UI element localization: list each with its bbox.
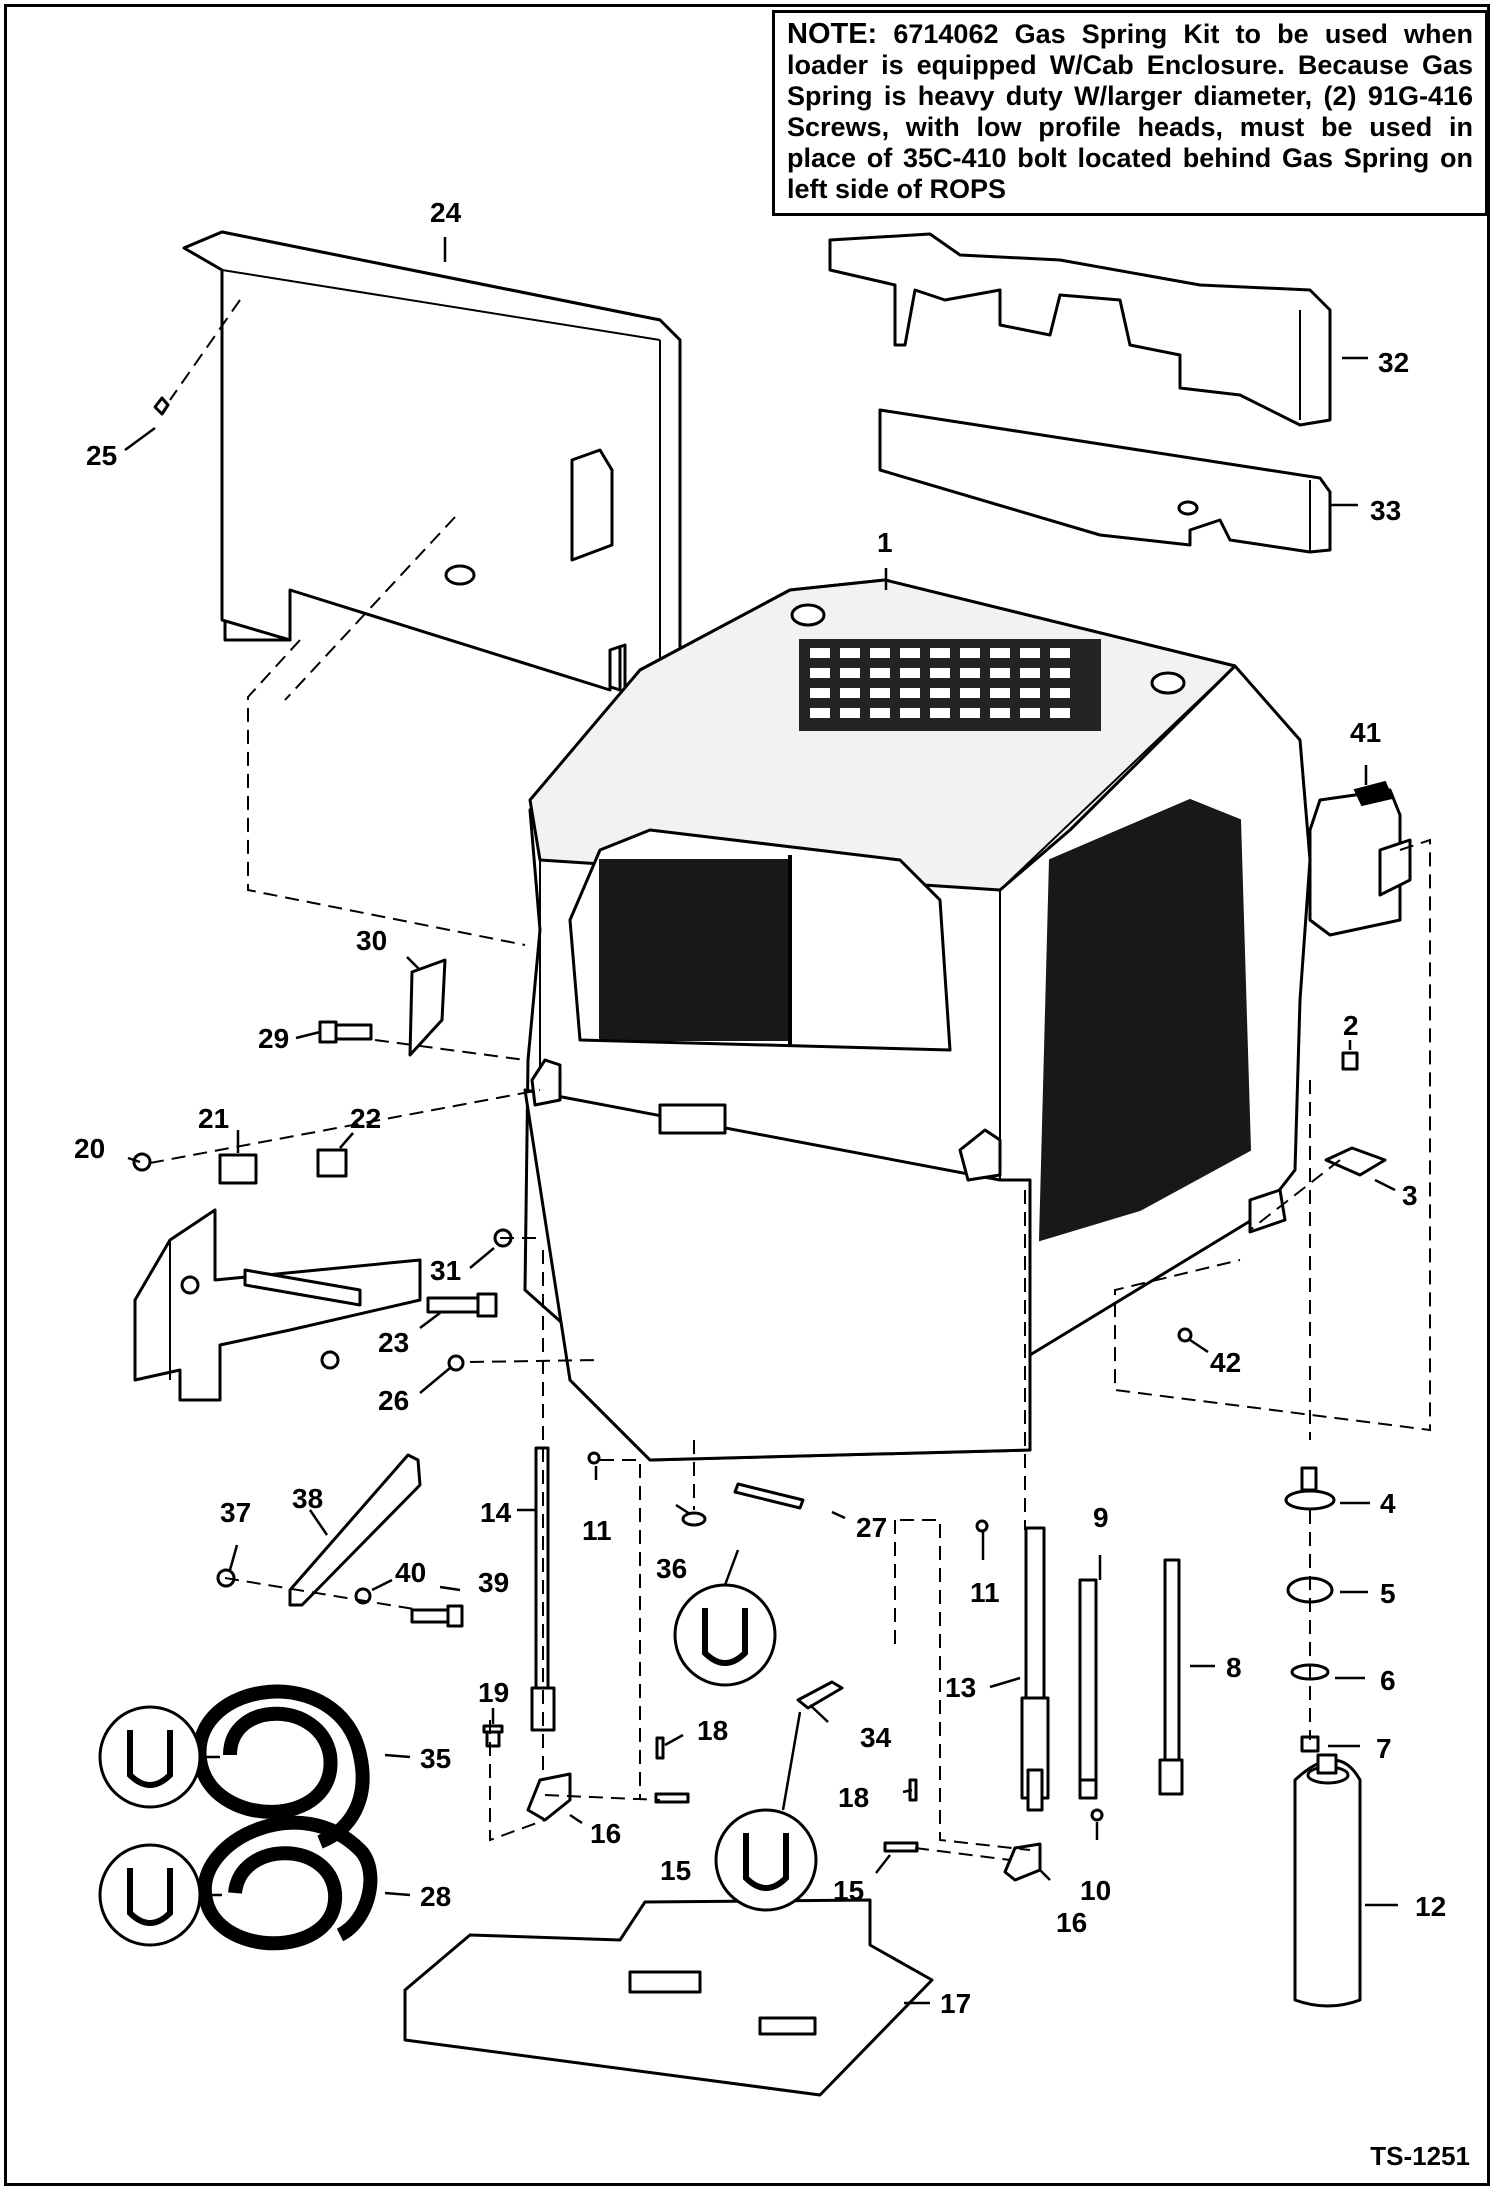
callout-21: 21 [198,1103,229,1134]
callout-18b: 18 [838,1782,869,1813]
callout-6: 6 [1380,1665,1396,1696]
callout-17: 17 [940,1988,971,2019]
control-box-part [1308,780,1412,937]
callout-23: 23 [378,1327,409,1358]
callout-26: 26 [378,1385,409,1416]
callout-15a: 15 [660,1855,691,1886]
leader-lines [124,237,1398,2005]
callout-27: 27 [856,1512,887,1543]
callout-12: 12 [1415,1891,1446,1922]
callout-31: 31 [430,1255,461,1286]
callout-11b: 11 [970,1577,1000,1608]
hardware-parts [132,396,1387,1882]
callout-16a: 16 [590,1818,621,1849]
note-text: 6714062 Gas Spring Kit to be used when l… [787,19,1473,204]
callout-15b: 15 [833,1875,864,1906]
rear-panel-part [182,230,682,702]
gas-spring [530,1446,1184,1812]
callout-24: 24 [430,197,462,228]
callout-34: 34 [860,1722,892,1753]
reference-code: TS-1251 [1370,2141,1470,2171]
strap-plate-part [288,1453,422,1607]
callout-40: 40 [395,1557,426,1588]
callout-14: 14 [480,1497,512,1528]
foam-pad-part [828,232,1332,427]
callout-5: 5 [1380,1578,1396,1609]
note-box: NOTE: 6714062 Gas Spring Kit to be used … [772,10,1488,216]
cab-rops-frame [523,578,1312,1462]
callout-9: 9 [1093,1502,1109,1533]
callout-41: 41 [1350,717,1381,748]
callout-28: 28 [420,1881,451,1912]
edge-trim-symbol [98,1583,818,1947]
callout-13: 13 [945,1672,976,1703]
callout-37: 37 [220,1497,251,1528]
callout-36: 36 [656,1553,687,1584]
callout-18a: 18 [697,1715,728,1746]
edge-trim-seal [192,1684,378,1951]
callout-3: 3 [1402,1180,1418,1211]
callout-7: 7 [1376,1733,1392,1764]
trim-strip-part [733,1482,805,1510]
callout-25: 25 [86,440,117,471]
callout-4: 4 [1380,1488,1396,1519]
spray-can [1293,1753,1362,2008]
callout-33: 33 [1370,495,1401,526]
callout-2: 2 [1343,1010,1359,1041]
callout-29: 29 [258,1023,289,1054]
callout-38: 38 [292,1483,323,1514]
callout-19: 19 [478,1677,509,1708]
callout-10: 10 [1080,1875,1111,1906]
callout-22: 22 [350,1103,381,1134]
callout-11a: 11 [582,1515,612,1546]
callout-1: 1 [877,527,893,558]
floor-mat-part [403,1898,934,2097]
callout-16b: 16 [1056,1907,1087,1938]
trim-strip-part [796,1680,844,1710]
callout-35: 35 [420,1743,451,1774]
insulation-strip-part [878,408,1332,554]
callout-42: 42 [1210,1347,1241,1378]
mounting-frame-part [133,1208,422,1402]
callout-8: 8 [1226,1652,1242,1683]
callout-39: 39 [478,1567,509,1598]
callout-labels: 24 25 1 32 33 41 2 3 42 4 5 6 7 12 8 9 1… [74,197,1446,2019]
note-label: NOTE: [787,18,878,50]
callout-32: 32 [1378,347,1409,378]
top-vent-grid [799,639,1101,731]
callout-20: 20 [74,1133,105,1164]
callout-30: 30 [356,925,387,956]
assembly-lines [149,299,1431,1861]
